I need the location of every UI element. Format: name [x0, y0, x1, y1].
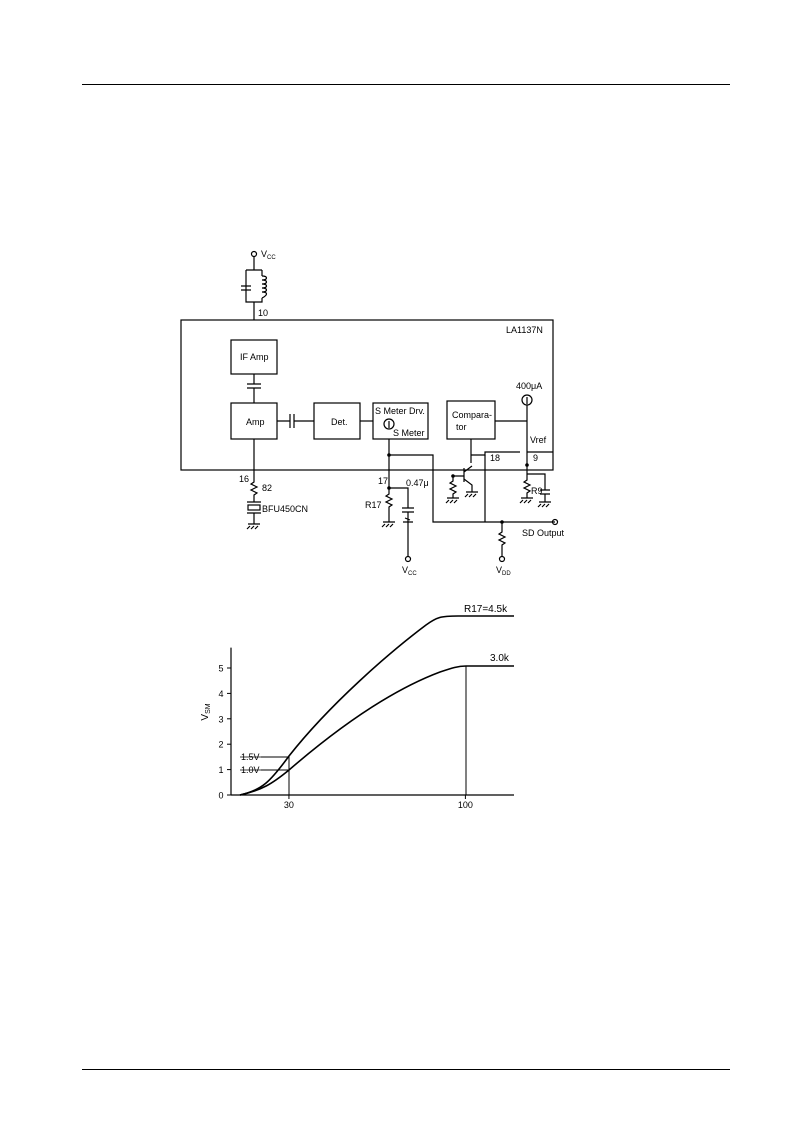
- annotation-label: 1.5V: [241, 752, 260, 762]
- guide-lines-30: [261, 756, 290, 795]
- r82-resistor-icon: [249, 439, 259, 502]
- cap-polarity-marks: [403, 517, 413, 523]
- filter-label: BFU450CN: [262, 504, 308, 514]
- comparator-label-1: Compara-: [452, 410, 492, 420]
- ground-icon-filter: [246, 523, 260, 530]
- annotation-leaders: [240, 756, 261, 771]
- header-rule: [82, 84, 730, 85]
- det-block: [313, 402, 361, 440]
- chip-outline: [180, 319, 554, 471]
- ceramic-filter-icon: [247, 504, 261, 511]
- filter-plates: [247, 501, 261, 524]
- y-tick-label: 4: [218, 689, 223, 699]
- vdd-pullup-resistor-icon: [497, 522, 507, 556]
- series-label: R17=4.5k: [464, 604, 508, 615]
- r82-label: 82: [262, 483, 272, 493]
- transistor-icon: [453, 465, 473, 492]
- sd-output-label: SD Output: [522, 528, 565, 538]
- tank-inductor-icon: [261, 275, 268, 299]
- tank-capacitor-icon: [241, 285, 251, 291]
- pin-10-label: 10: [258, 308, 268, 318]
- vdd-terminal: [498, 555, 506, 563]
- r9-resistor-icon: [522, 465, 546, 498]
- det-label: Det.: [331, 417, 348, 427]
- smeter-drv-block: [372, 402, 429, 440]
- pin-17-label: 17: [378, 476, 388, 486]
- y-axis-label: VSM: [200, 703, 212, 720]
- r17-label: R17: [365, 500, 382, 510]
- junction-17: [387, 453, 391, 457]
- vref-label: Vref: [530, 435, 547, 445]
- y-tick-label: 3: [218, 714, 223, 724]
- x-tick-label: 100: [458, 800, 473, 810]
- vcc-top-label: VCC: [261, 249, 276, 261]
- transistor-base-resistor-icon: [448, 476, 458, 498]
- r17-resistor-icon: [384, 488, 394, 522]
- ground-icon-transistor: [445, 491, 478, 504]
- pin-18-label: 18: [490, 453, 500, 463]
- y-tick-label: 1: [218, 765, 223, 775]
- annotation-label: 1.0V: [241, 765, 260, 775]
- vdd-label: VDD: [496, 565, 511, 577]
- vref-wire: [495, 405, 528, 465]
- coupling-cap-2-icon: [277, 414, 314, 428]
- r9-label: R9: [531, 486, 543, 496]
- pin9-cap-icon: [540, 489, 550, 502]
- sd-output-terminal: [551, 518, 559, 526]
- smeter-drv-label: S Meter Drv.: [375, 406, 425, 416]
- amp-label: Amp: [246, 417, 265, 427]
- x-tick-label: 30: [284, 800, 294, 810]
- y-tick-label: 2: [218, 740, 223, 750]
- comparator-block: [446, 400, 496, 440]
- series-label: 3.0k: [490, 653, 510, 664]
- current-400ua-label: 400μA: [516, 381, 542, 391]
- ground-icon-r17: [381, 521, 395, 528]
- series-line: [239, 665, 514, 796]
- tank-wiring: [245, 257, 263, 320]
- footer-rule: [82, 1069, 730, 1070]
- series-line: [239, 615, 514, 796]
- circuit-diagram: LA1137N VCC 10 IF Amp Amp Det. S Meter D…: [180, 249, 565, 577]
- smeter-label: S Meter: [393, 428, 425, 438]
- if-amp-label: IF Amp: [240, 352, 269, 362]
- chip-label: LA1137N: [506, 325, 543, 335]
- comparator-label-2: tor: [456, 422, 467, 432]
- y-tick-label: 5: [218, 664, 223, 674]
- pin-9-label: 9: [533, 453, 538, 463]
- cap-047-icon: [402, 507, 414, 556]
- sd-output-wire: [388, 454, 555, 523]
- ground-icon-r9: [519, 497, 551, 508]
- y-tick-label: 0: [218, 791, 223, 801]
- vcc-bottom-terminal: [404, 555, 412, 563]
- coupling-cap-1-icon: [247, 374, 261, 403]
- smeter-current-source-icon: [383, 418, 395, 430]
- cap-label: 0.47μ: [406, 478, 429, 488]
- pin-16-label: 16: [239, 474, 249, 484]
- vcc-bottom-label: VCC: [402, 565, 417, 577]
- vcc-top-terminal: [250, 250, 258, 258]
- pin-17-wire: [388, 439, 409, 508]
